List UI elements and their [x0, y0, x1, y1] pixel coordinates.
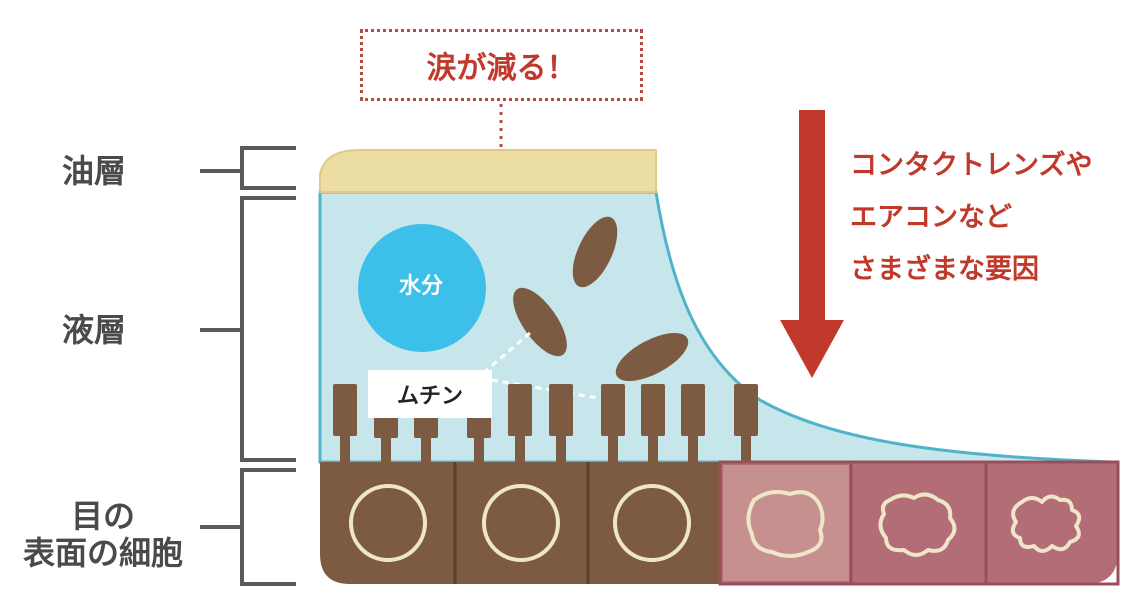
damaged-cell-nucleus [878, 492, 957, 557]
healthy-cell-nucleus [349, 484, 427, 562]
mucin-pillar [601, 384, 625, 462]
mucin-pillar [333, 384, 357, 462]
cell-layer [320, 460, 1120, 586]
cause-line-2: エアコンなど [850, 202, 1012, 233]
tears-decrease-callout: 涙が減る！ [360, 29, 643, 101]
bracket-liquid [200, 196, 296, 462]
mucin-pillar [641, 384, 665, 462]
bracket-cells [200, 468, 296, 586]
oil-layer [319, 149, 657, 193]
mucin-particle [615, 332, 689, 382]
water-drop [358, 224, 486, 352]
mucin-pillar [374, 416, 398, 462]
mucin-pillar [681, 384, 705, 462]
healthy-cell-nucleus [613, 484, 691, 562]
damaged-cell-nucleus [1010, 494, 1082, 553]
mucin-pillar [549, 384, 573, 462]
water-label: 水分 [398, 274, 443, 299]
damaged-cell-nucleus [746, 490, 825, 558]
damaged-cell-light [723, 465, 849, 581]
oil-layer-label: 油層 [62, 152, 127, 190]
cause-arrow [780, 110, 844, 378]
healthy-cell-nucleus [482, 484, 560, 562]
cause-line-1: コンタクトレンズや [850, 150, 1093, 181]
callout-text: 涙が減る！ [426, 51, 577, 86]
cells-label-line1: 目の [70, 497, 135, 535]
liquid-layer-label: 液層 [62, 311, 127, 349]
cells-label-line2: 表面の細胞 [22, 533, 183, 572]
mucin-particles [513, 216, 689, 382]
mucin-particle [572, 216, 618, 288]
cause-line-3: さまざまな要因 [850, 254, 1039, 285]
mucin-particle [513, 287, 567, 357]
mucin-pillar [734, 384, 758, 462]
mucin-label-text: ムチン [396, 384, 463, 409]
healthy-cells-bg [320, 462, 720, 584]
cells-label: 目の 表面の細胞 [8, 498, 198, 572]
cause-text: コンタクトレンズや エアコンなど さまざまな要因 [850, 140, 1092, 296]
mucin-pillars [333, 384, 758, 462]
bracket-oil [200, 146, 296, 190]
mucin-pillar [414, 416, 438, 462]
mucin-pillar [467, 416, 491, 462]
mucin-pillar [508, 384, 532, 462]
mucin-label: ムチン [368, 370, 492, 418]
